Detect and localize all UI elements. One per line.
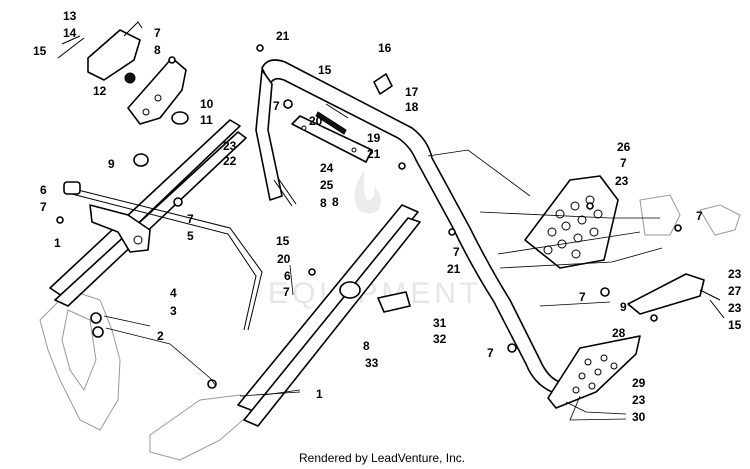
callout: 29: [632, 376, 646, 390]
callout: 7: [487, 346, 494, 360]
callout: 4: [170, 286, 177, 300]
electrical-module: [57, 21, 189, 125]
callout: 23: [728, 301, 742, 315]
callout: 30: [632, 410, 646, 424]
callout: 27: [728, 284, 742, 298]
lower-rail: [49, 119, 247, 307]
footer-credit: Rendered by LeadVenture, Inc.: [299, 451, 465, 465]
watermark: EQUIPMENT: [268, 170, 482, 310]
callout: 21: [447, 262, 461, 276]
plate-19: [291, 111, 373, 163]
callout: 17: [405, 85, 419, 99]
callout: 11: [200, 113, 213, 127]
callout: 23: [728, 267, 742, 281]
callout: 7: [620, 156, 627, 170]
callout: 16: [378, 41, 392, 55]
callout: 7: [696, 209, 703, 223]
callout: 13: [63, 9, 77, 23]
rods: [273, 103, 725, 319]
callout: 3: [170, 304, 177, 318]
callout: 28: [612, 326, 626, 340]
callout: 15: [276, 234, 290, 248]
callout: 23: [615, 174, 629, 188]
callout: 22: [223, 154, 237, 168]
callout: 8: [363, 339, 370, 353]
fasteners: [56, 44, 682, 389]
callout: 12: [93, 84, 107, 98]
callout: 10: [200, 97, 214, 111]
callout: 25: [320, 178, 334, 192]
callout: 31: [433, 316, 447, 330]
callout: 15: [728, 318, 742, 332]
callout: 7: [453, 245, 460, 259]
callout: 1: [316, 387, 323, 401]
callout: 23: [223, 139, 237, 153]
grille-plate-lower: [547, 335, 641, 409]
callout: 2: [157, 329, 164, 343]
callout: 7: [283, 285, 290, 299]
callout: 15: [318, 63, 332, 77]
callout: 14: [63, 26, 77, 40]
channel-bracket: [237, 204, 421, 427]
callout: 20: [277, 252, 291, 266]
callout: 9: [620, 300, 627, 314]
callout: 1: [54, 236, 61, 250]
callout: 7: [154, 26, 161, 40]
callout: 7: [187, 212, 194, 226]
callout: 15: [33, 44, 47, 58]
callout: 20: [309, 114, 323, 128]
callout: 33: [365, 356, 379, 370]
callout: 21: [276, 29, 290, 43]
callout: 7: [579, 290, 586, 304]
callout: 18: [405, 100, 419, 114]
bracket-27: [627, 273, 721, 315]
callout: 32: [433, 332, 447, 346]
leader-lines: [103, 149, 663, 421]
callout: 26: [617, 140, 631, 154]
callout: 7: [40, 200, 47, 214]
chassis-ghost: [39, 194, 741, 461]
callout: 23: [632, 393, 646, 407]
callout: 21: [367, 147, 381, 161]
grille-plate: [524, 175, 619, 269]
callout: 6: [40, 183, 47, 197]
callout: 9: [108, 157, 115, 171]
callout: 8: [154, 43, 161, 57]
callout: 8: [320, 196, 327, 210]
callout: 5: [187, 229, 194, 243]
watermark-text: EQUIPMENT: [268, 277, 482, 310]
callout: 7: [273, 99, 280, 113]
callout: 6: [284, 269, 291, 283]
mount-bracket: [89, 204, 151, 253]
callout: 24: [320, 161, 334, 175]
cross-rod: [63, 181, 263, 331]
callouts: 13 14 15 7 8 12 10 11 21 16 17 18 15 7 2…: [33, 9, 742, 424]
callout: 8: [332, 195, 339, 209]
callout: 19: [367, 131, 381, 145]
